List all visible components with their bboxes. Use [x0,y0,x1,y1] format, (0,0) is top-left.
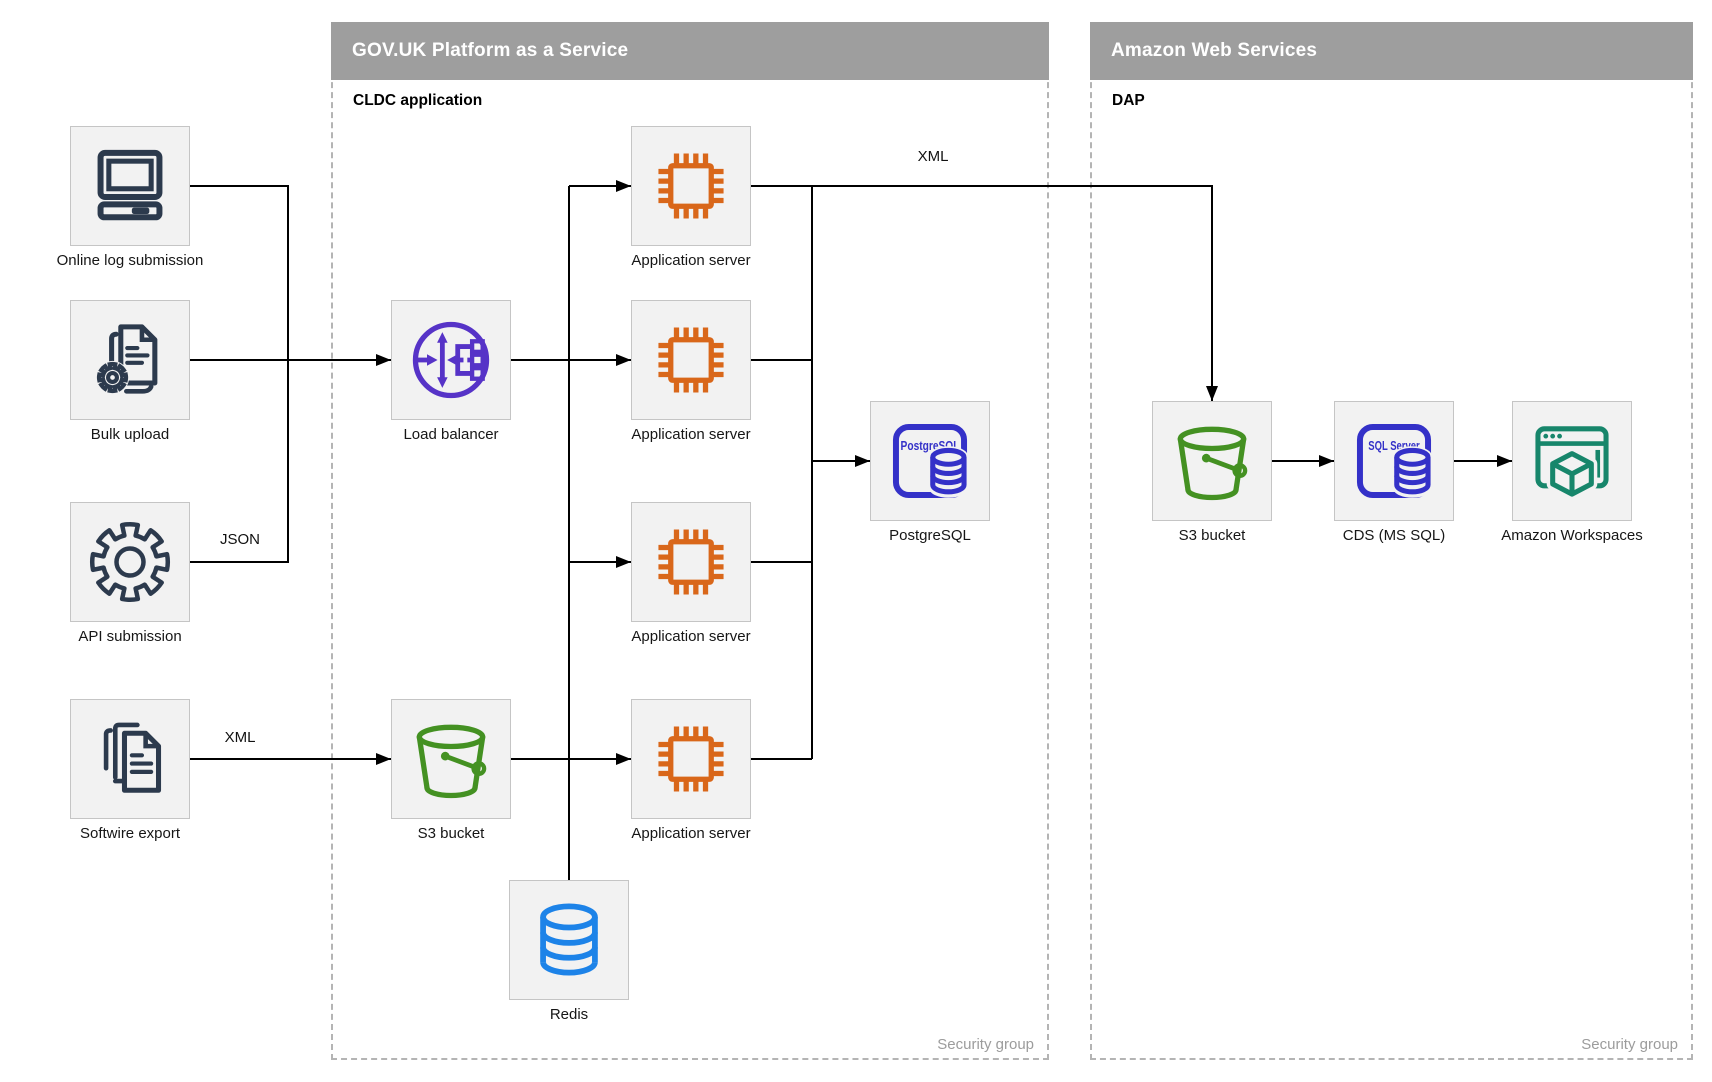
node-online-log-submission [70,126,190,246]
edge-label-xml-export: XML [224,729,256,746]
node-label: Application server [631,825,751,842]
node-application-server-3 [631,502,751,622]
load-balancer-icon [412,321,490,399]
node-redis [509,880,629,1000]
node-cds-ms-sql: SQL Server [1334,401,1454,521]
s3-bucket-icon [416,724,487,799]
node-label: S3 bucket [1178,527,1246,544]
aws-sublabel: DAP [1112,92,1145,109]
edge-label-json: JSON [219,531,260,548]
node-label: Softwire export [79,825,181,842]
node-label: PostgreSQL [889,527,971,544]
gear-icon [85,517,175,607]
node-label: Bulk upload [90,426,170,443]
chip-icon [658,153,724,219]
database-icon [540,903,598,976]
node-label: API submission [78,628,182,645]
paas-title: GOV.UK Platform as a Service [352,40,629,61]
node-application-server-2 [631,300,751,420]
node-label: Load balancer [403,426,499,443]
paas-header-bar: GOV.UK Platform as a Service [331,22,1049,80]
chip-icon [658,327,724,393]
node-label: Application server [631,628,751,645]
postgresql-icon: PostgreSQL [892,423,969,499]
node-postgresql: PostgreSQL [870,401,990,521]
node-load-balancer [391,300,511,420]
paas-security-group-label: Security group [937,1036,1034,1053]
node-label: Online log submission [56,252,204,269]
chip-icon [658,726,724,792]
aws-header-bar: Amazon Web Services [1090,22,1693,80]
aws-security-group-container: Amazon Web Services DAP Security group [1090,22,1693,1060]
node-label: Amazon Workspaces [1501,527,1643,544]
node-softwire-export [70,699,190,819]
node-label: Application server [631,252,751,269]
sql-server-icon: SQL Server [1356,423,1433,499]
document-stack-icon [103,722,162,793]
node-label: Redis [549,1006,589,1023]
node-bulk-upload [70,300,190,420]
chip-icon [658,529,724,595]
node-api-submission [70,502,190,622]
desktop-computer-icon [97,149,163,221]
edge-label-xml-feed: XML [917,148,949,165]
workspaces-icon [1535,426,1609,501]
node-s3-bucket-paas [391,699,511,819]
paas-sublabel: CLDC application [353,92,483,109]
node-label: CDS (MS SQL) [1342,527,1446,544]
node-amazon-workspaces [1512,401,1632,521]
aws-security-group-label: Security group [1581,1036,1678,1053]
node-s3-bucket-aws [1152,401,1272,521]
aws-title: Amazon Web Services [1111,40,1318,61]
s3-bucket-icon [1177,426,1248,501]
node-application-server-4 [631,699,751,819]
node-label: S3 bucket [417,825,485,842]
node-label: Application server [631,426,751,443]
paas-security-group-container: GOV.UK Platform as a Service CLDC applic… [331,22,1049,1060]
document-gear-icon [95,324,158,395]
node-application-server-1 [631,126,751,246]
